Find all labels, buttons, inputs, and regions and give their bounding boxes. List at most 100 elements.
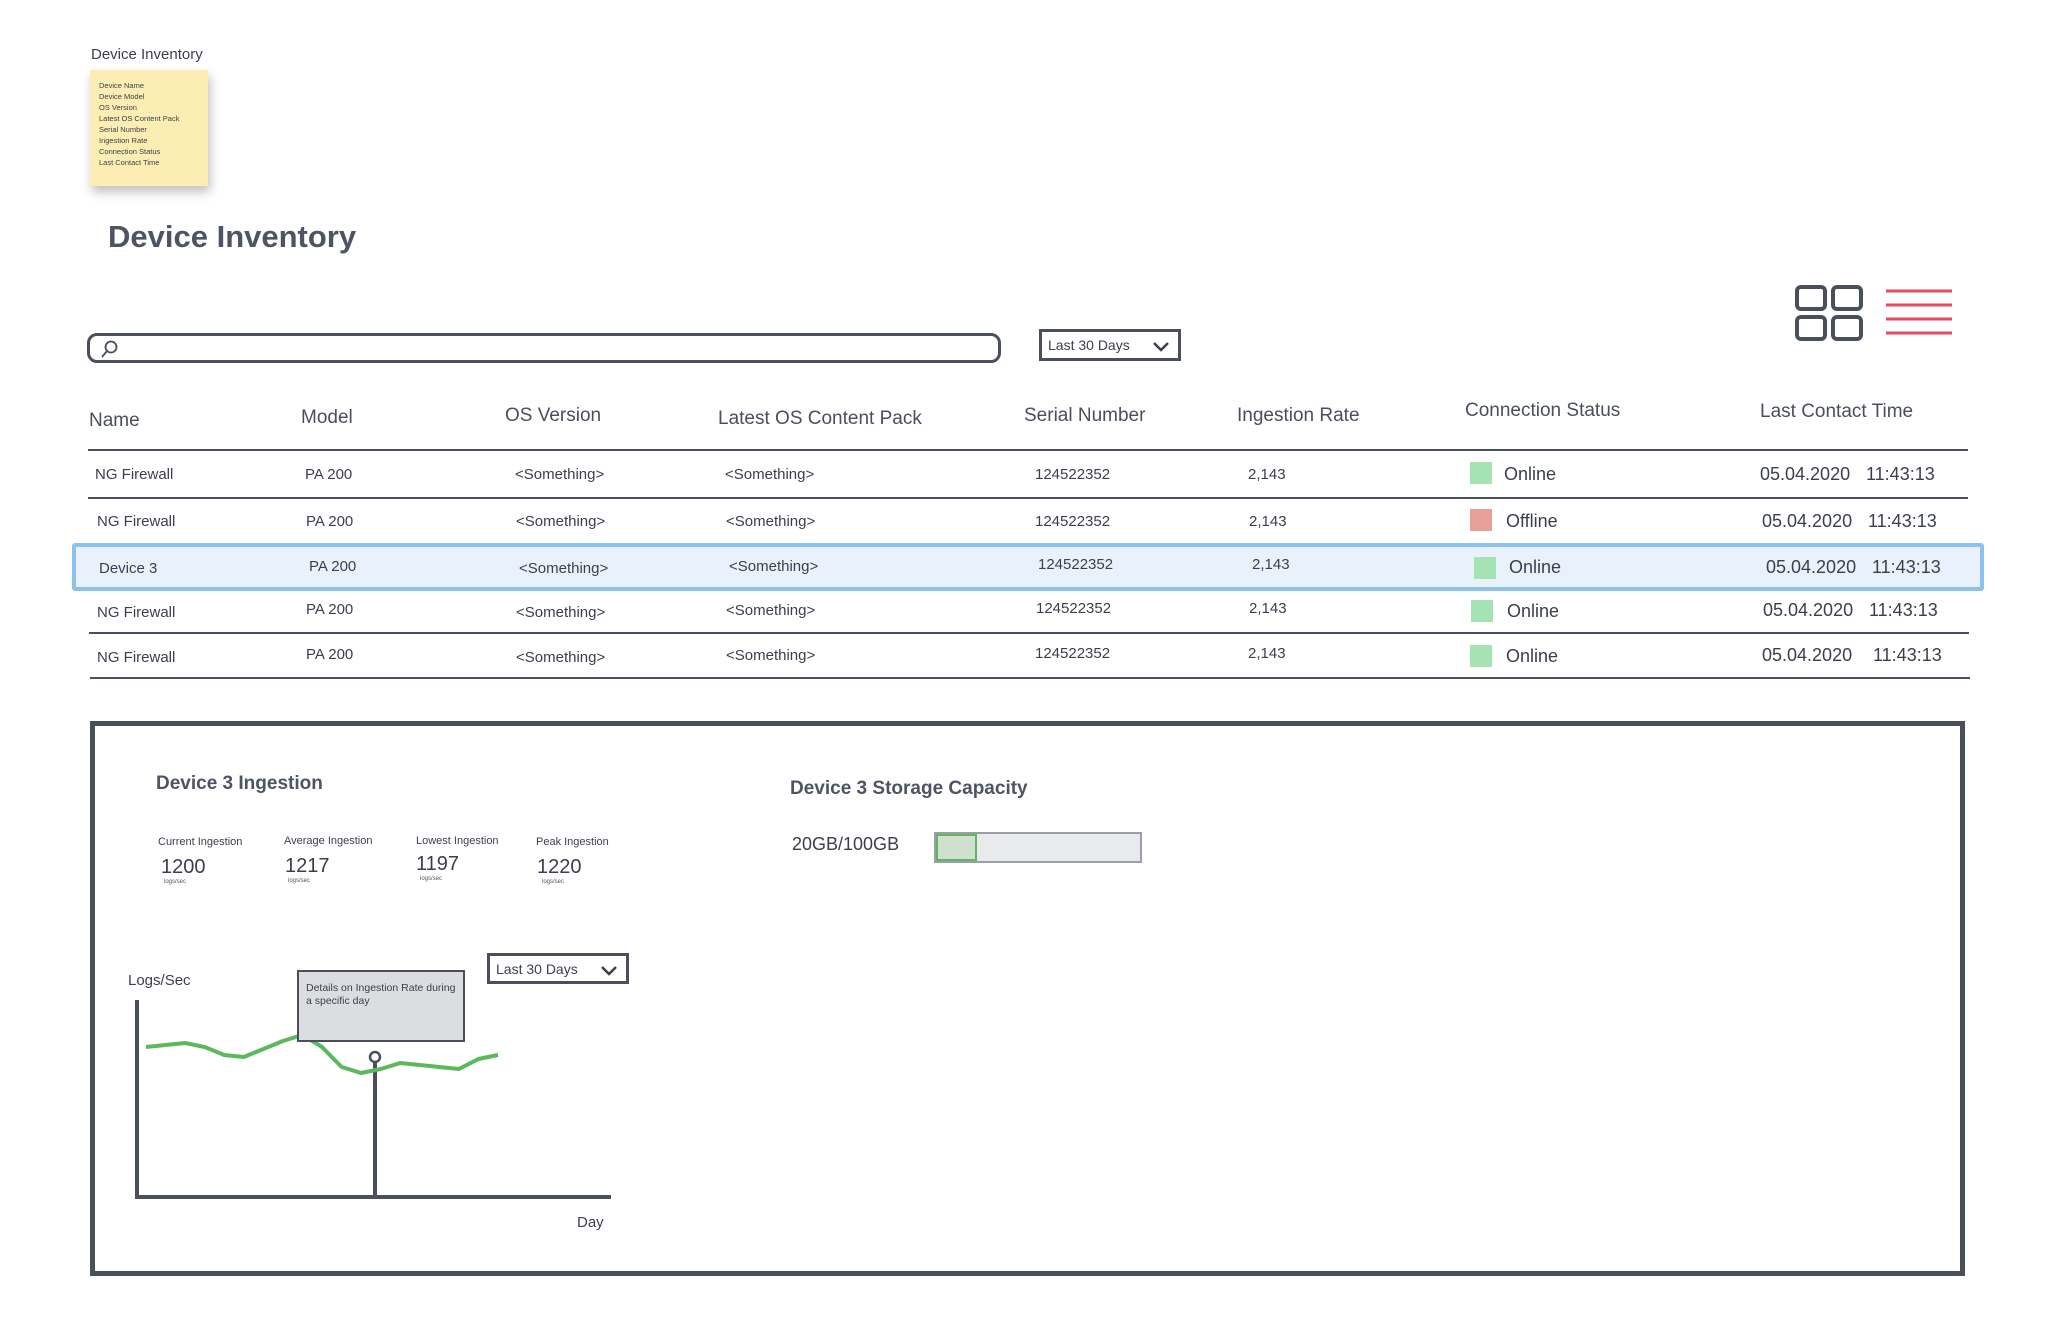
cell-serial: 124522352: [1035, 466, 1111, 483]
cell-status: Online: [1509, 557, 1562, 577]
chevron-down-icon: [1153, 342, 1169, 352]
stat-value: 1217: [285, 855, 330, 877]
stat-peak: Peak Ingestion 1220 logs/sec: [536, 836, 609, 885]
sticky-note: Device Name Device Model OS Version Late…: [90, 70, 208, 186]
stat-label: Peak Ingestion: [536, 836, 609, 848]
cell-name: NG Firewall: [95, 466, 174, 483]
table-row[interactable]: NG Firewall PA 200 <Something> <Somethin…: [70, 590, 1980, 636]
cell-os: <Something>: [516, 513, 606, 530]
cell-date: 05.04.2020: [1763, 600, 1854, 620]
cell-model: PA 200: [305, 466, 353, 483]
cell-os: <Something>: [516, 649, 606, 666]
cell-status: Online: [1507, 601, 1560, 621]
cell-rate: 2,143: [1252, 556, 1290, 573]
cell-pack: <Something>: [726, 513, 816, 530]
note-item: OS Version: [99, 103, 137, 112]
cell-date: 05.04.2020: [1762, 511, 1853, 531]
storage-capacity-bar: [934, 832, 1142, 863]
stat-value: 1220: [537, 856, 582, 878]
search-input[interactable]: [126, 338, 990, 362]
cell-date: 05.04.2020: [1766, 557, 1857, 577]
stat-unit: logs/sec: [420, 876, 443, 882]
cell-os: <Something>: [516, 604, 606, 621]
cell-date: 05.04.2020: [1760, 464, 1851, 484]
ingestion-title: Device 3 Ingestion: [156, 773, 323, 794]
selected-point-handle[interactable]: [368, 1050, 382, 1064]
stat-unit: logs/sec: [288, 878, 311, 884]
chart-y-label: Logs/Sec: [128, 972, 191, 989]
stat-average: Average Ingestion 1217 logs/sec: [284, 835, 372, 884]
cell-serial: 124522352: [1038, 556, 1114, 573]
stat-lowest: Lowest Ingestion 1197 logs/sec: [416, 835, 499, 882]
cell-time: 11:43:13: [1868, 511, 1937, 531]
col-header-name[interactable]: Name: [89, 410, 140, 431]
cell-time: 11:43:13: [1872, 557, 1941, 577]
cell-rate: 2,143: [1248, 466, 1286, 483]
cell-time: 11:43:13: [1873, 645, 1942, 665]
stat-label: Average Ingestion: [284, 835, 373, 847]
note-item: Device Name: [99, 81, 145, 90]
cell-model: PA 200: [306, 646, 354, 663]
cell-serial: 124522352: [1035, 513, 1111, 530]
cell-os: <Something>: [519, 560, 609, 577]
table-row-selected[interactable]: Device 3 PA 200 <Something> <Something> …: [72, 543, 1984, 591]
cell-date: 05.04.2020: [1762, 645, 1853, 665]
col-header-status[interactable]: Connection Status: [1465, 400, 1621, 421]
cell-name: NG Firewall: [97, 604, 176, 621]
row-divider: [88, 497, 1968, 499]
col-header-last-contact[interactable]: Last Contact Time: [1760, 401, 1914, 422]
note-item: Latest OS Content Pack: [99, 114, 180, 123]
tooltip-text: Details on Ingestion Rate during a speci…: [306, 982, 456, 1007]
stat-value: 1200: [161, 856, 206, 878]
cell-rate: 2,143: [1249, 513, 1287, 530]
cell-status: Online: [1506, 646, 1559, 666]
cell-name: NG Firewall: [97, 513, 176, 530]
search-icon: [100, 339, 120, 359]
col-header-os-version[interactable]: OS Version: [505, 405, 602, 426]
date-range-value: Last 30 Days: [1048, 337, 1130, 353]
table-row[interactable]: NG Firewall PA 200 <Something> <Somethin…: [70, 499, 1980, 545]
stat-current: Current Ingestion 1200 logs/sec: [158, 836, 242, 885]
status-indicator-online: [1470, 645, 1492, 667]
cell-pack: <Something>: [726, 647, 816, 664]
cell-time: 11:43:13: [1869, 600, 1938, 620]
cell-model: PA 200: [306, 601, 354, 618]
cell-model: PA 200: [306, 513, 354, 530]
col-header-ingestion[interactable]: Ingestion Rate: [1237, 405, 1360, 426]
cell-pack: <Something>: [729, 558, 819, 575]
chart-range-dropdown[interactable]: Last 30 Days: [487, 953, 629, 984]
cell-time: 11:43:13: [1866, 464, 1935, 484]
cell-name: Device 3: [99, 560, 158, 577]
ingestion-line-chart: [135, 1000, 611, 1199]
note-title: Device Inventory: [91, 46, 203, 63]
stat-label: Current Ingestion: [158, 836, 243, 848]
cell-pack: <Something>: [726, 602, 816, 619]
chart-range-value: Last 30 Days: [496, 961, 578, 977]
grid-view-icon[interactable]: [1794, 284, 1864, 342]
cell-serial: 124522352: [1036, 600, 1112, 617]
cell-model: PA 200: [309, 558, 357, 575]
list-view-icon[interactable]: [1884, 287, 1954, 339]
date-range-dropdown[interactable]: Last 30 Days: [1039, 329, 1181, 361]
status-indicator-offline: [1470, 509, 1492, 531]
col-header-serial[interactable]: Serial Number: [1024, 405, 1146, 426]
table-row[interactable]: NG Firewall PA 200 <Something> <Somethin…: [70, 452, 1980, 498]
storage-text: 20GB/100GB: [792, 834, 900, 854]
note-item: Serial Number: [99, 125, 147, 134]
col-header-model[interactable]: Model: [301, 407, 353, 428]
cell-name: NG Firewall: [97, 649, 176, 666]
storage-title: Device 3 Storage Capacity: [790, 778, 1028, 799]
stat-unit: logs/sec: [542, 879, 565, 885]
col-header-content-pack[interactable]: Latest OS Content Pack: [718, 408, 922, 429]
chevron-down-icon: [601, 966, 617, 976]
note-item: Connection Status: [99, 147, 161, 156]
page-title: Device Inventory: [108, 219, 357, 254]
status-indicator-online: [1474, 557, 1496, 579]
stat-value: 1197: [416, 853, 460, 875]
cell-os: <Something>: [515, 466, 605, 483]
search-box[interactable]: [87, 333, 1001, 363]
note-item: Ingestion Rate: [99, 136, 148, 145]
storage-capacity-fill: [936, 834, 977, 861]
stat-label: Lowest Ingestion: [416, 835, 499, 847]
table-row[interactable]: NG Firewall PA 200 <Something> <Somethin…: [70, 635, 1980, 681]
